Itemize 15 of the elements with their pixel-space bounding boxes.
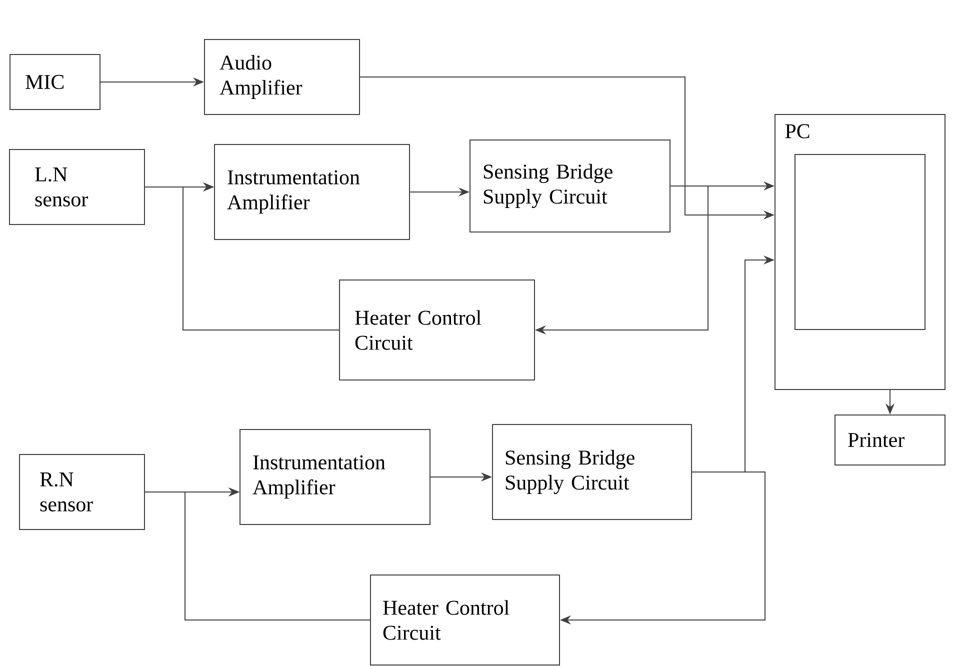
block-box: Instrumentation Amplifier bbox=[240, 428, 430, 525]
block-box: MIC bbox=[10, 54, 100, 110]
computer-box: PC bbox=[774, 114, 946, 390]
block-box: Heater Control Circuit bbox=[339, 279, 535, 380]
block-box: Instrumentation Amplifier bbox=[214, 144, 410, 240]
block-box: L.N sensor bbox=[9, 149, 145, 225]
arrow bbox=[182, 182, 340, 330]
block-box: R.N sensor bbox=[19, 454, 145, 530]
block-box: Sensing Bridge Supply Circuit bbox=[492, 424, 692, 520]
arrow bbox=[184, 487, 370, 620]
block-box: Printer bbox=[834, 414, 946, 466]
block-box: Heater Control Circuit bbox=[370, 574, 560, 666]
inner-box bbox=[794, 154, 926, 330]
block-box: Audio Amplifier bbox=[204, 39, 360, 115]
block-box: Sensing Bridge Supply Circuit bbox=[470, 140, 670, 232]
